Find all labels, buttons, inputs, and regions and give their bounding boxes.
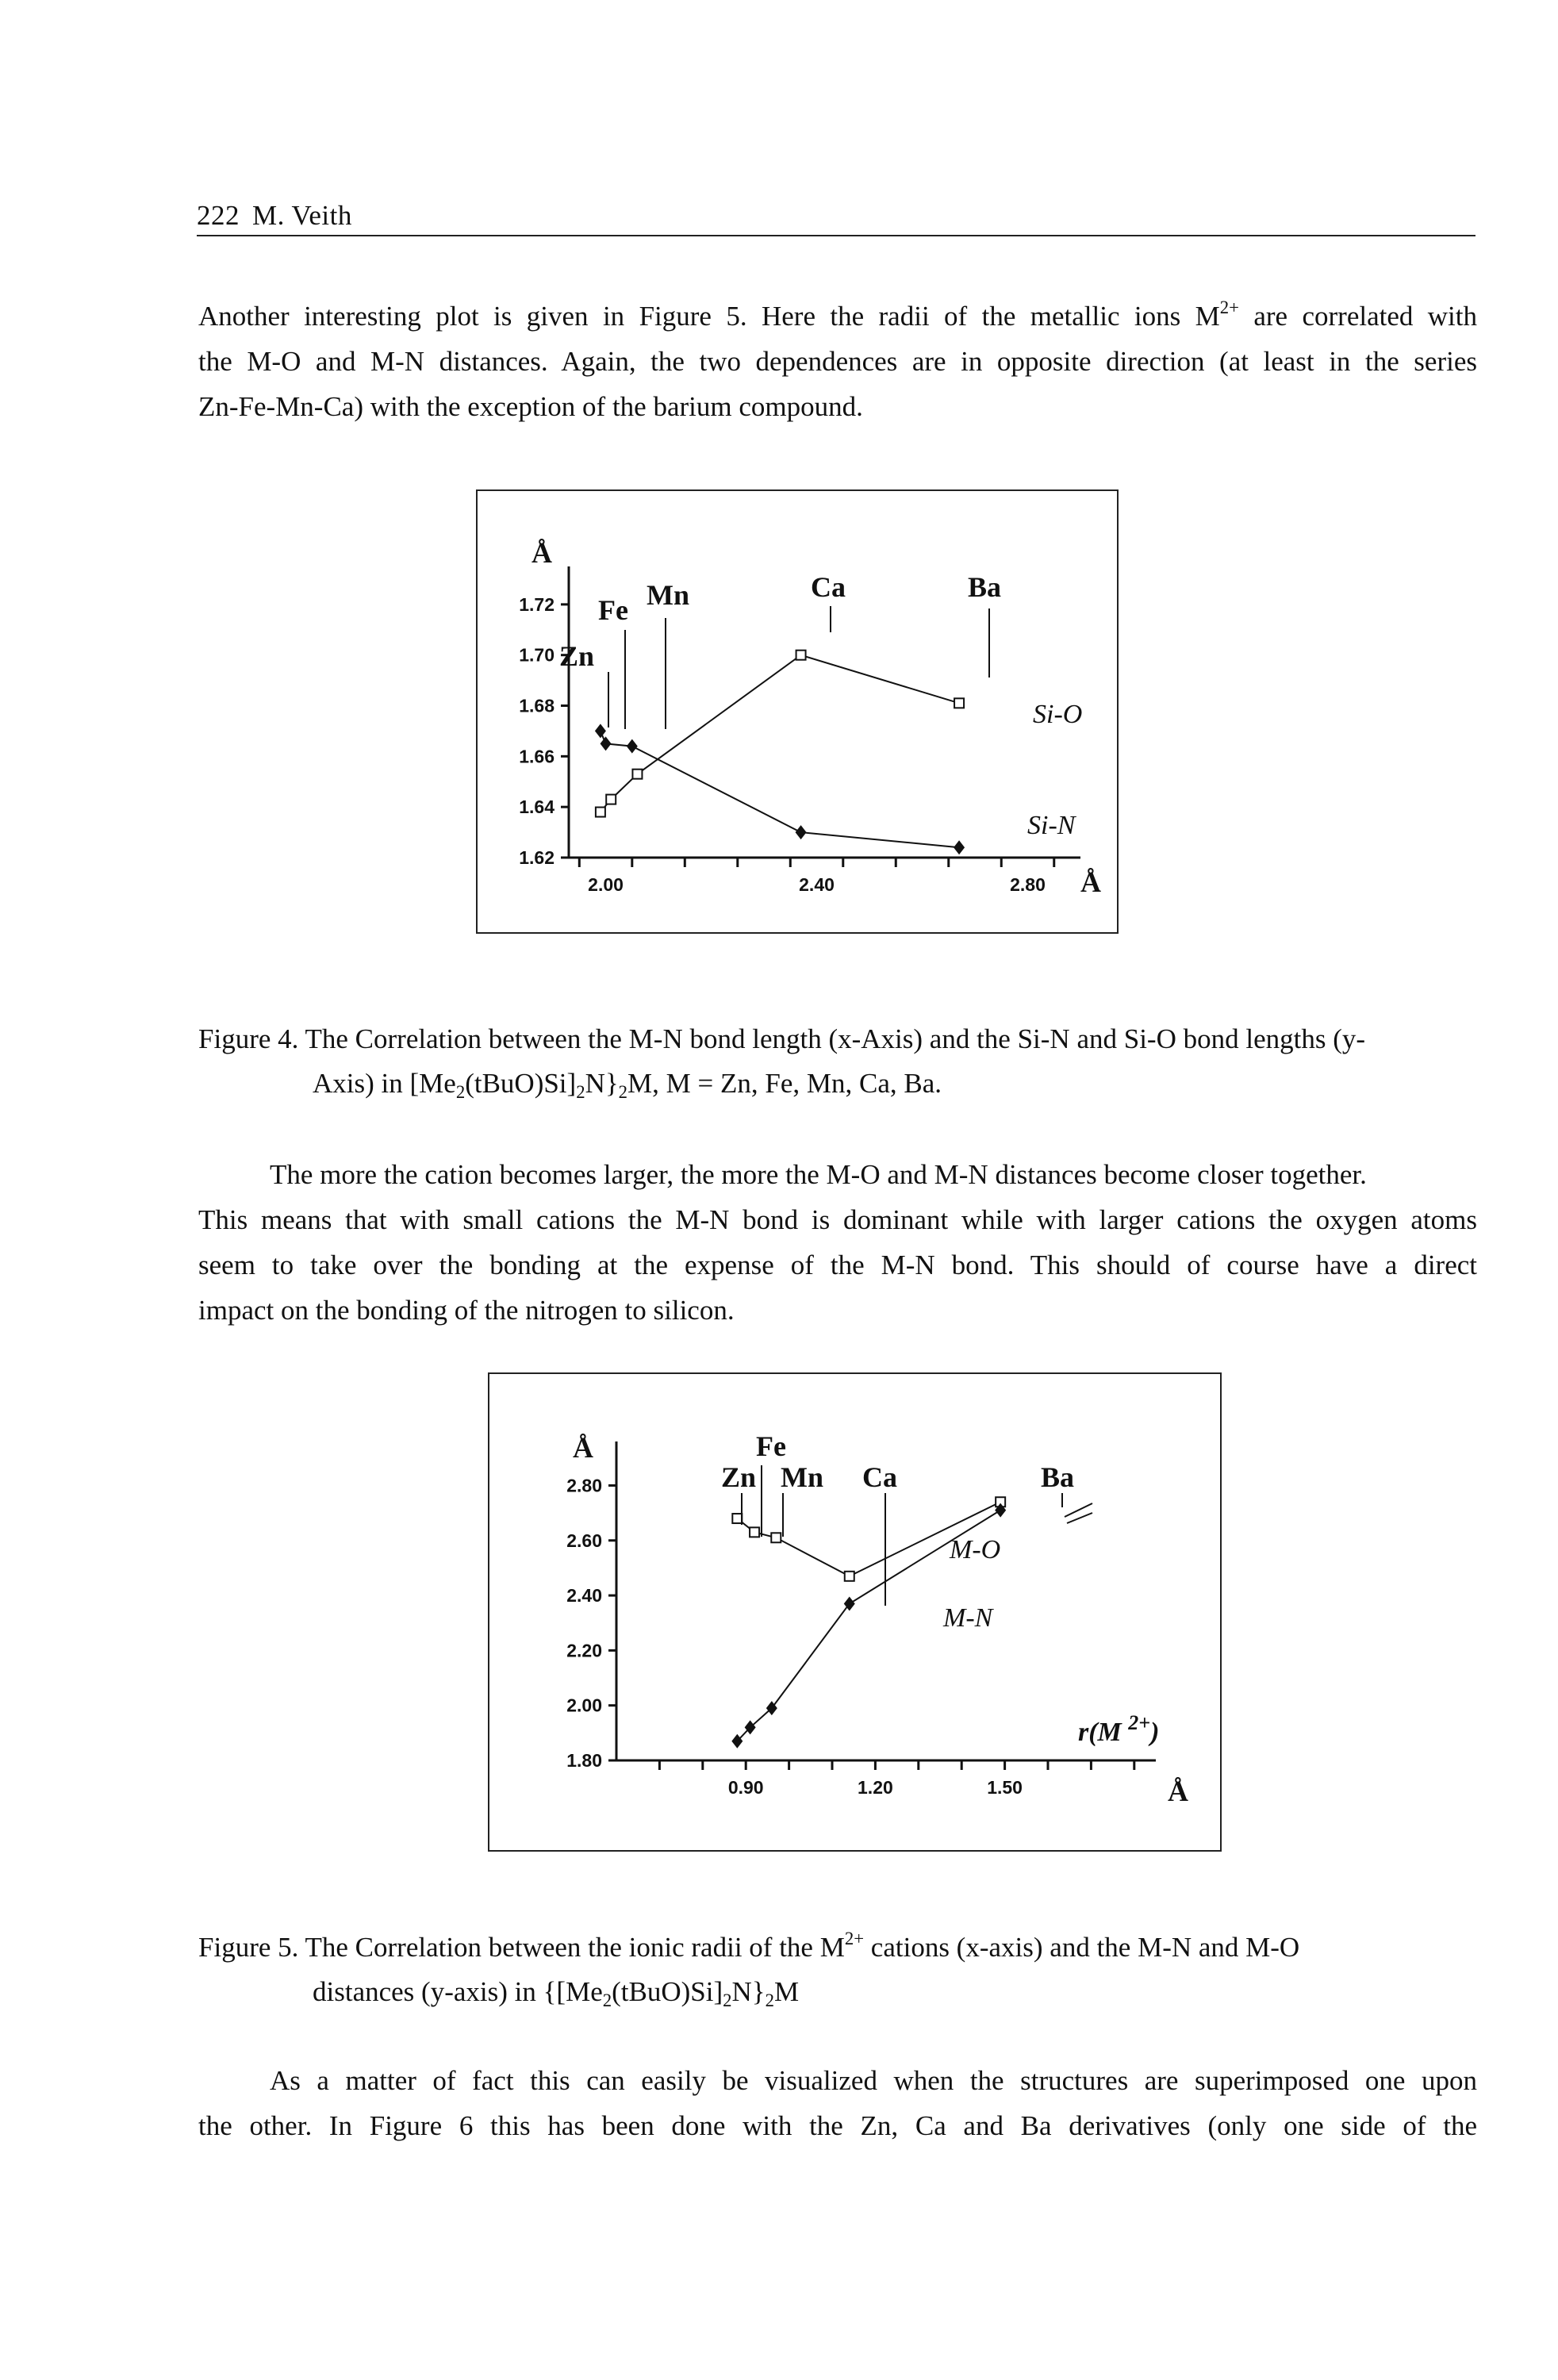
data-point (626, 739, 638, 754)
paragraph-1: Another interesting plot is given in Fig… (198, 294, 1477, 429)
y-tick-label: 2.60 (566, 1530, 602, 1551)
y-axis-unit: Å (573, 1432, 593, 1464)
x-tick-label: 1.50 (987, 1777, 1023, 1798)
label-mn: Mn (781, 1461, 823, 1493)
x-tick-label: 2.40 (799, 874, 835, 895)
figure-4-chart: 1.62 1.64 1.66 1.68 1.70 1.72 2.00 2.40 2.80 Å Å Zn… (476, 489, 1119, 934)
paragraph-line: seem to take over the bonding at the exp… (198, 1250, 1477, 1280)
figure-4-caption: Figure 4. The Correlation between the M-… (198, 1017, 1477, 1106)
data-point (744, 1720, 756, 1735)
data-point (795, 825, 807, 840)
label-ba: Ba (968, 571, 1001, 603)
y-tick-label: 1.62 (519, 847, 555, 868)
data-point (843, 1596, 855, 1611)
y-tick-label: 2.00 (566, 1695, 602, 1716)
data-point (954, 697, 965, 709)
paragraph-line: This means that with small cations the M… (198, 1204, 1477, 1235)
figure-5-svg: 1.80 2.00 2.20 2.40 2.60 2.80 0.90 1.20 1.50 Å År(… (566, 1430, 1188, 1807)
paragraph-2: The more the cation becomes larger, the … (198, 1152, 1477, 1333)
x-tick-label: 1.20 (858, 1777, 893, 1798)
page-number: 222 (197, 200, 240, 231)
x-axis-unit: Å (1080, 866, 1101, 898)
series-line-extension (1066, 1512, 1093, 1524)
series-line-extension (1064, 1503, 1093, 1518)
label-fe: Fe (598, 594, 628, 626)
data-point (749, 1526, 761, 1538)
x-tick-label: 2.00 (588, 874, 624, 895)
series-label-si-o: Si-O (1033, 700, 1082, 729)
series-line-si-o (600, 654, 960, 813)
figure-4-caption-line-1: Figure 4. The Correlation between the M-… (198, 1023, 1366, 1054)
label-ba: Ba (1041, 1461, 1074, 1493)
data-point (843, 1570, 855, 1582)
data-point (605, 793, 617, 805)
label-zn: Zn (721, 1461, 756, 1493)
data-point (731, 1733, 743, 1749)
label-zn: Zn (559, 640, 594, 672)
data-point (766, 1701, 777, 1716)
data-point (795, 649, 807, 661)
x-axis-annotation: r(M 2+) (1078, 1711, 1159, 1747)
data-point (631, 768, 643, 780)
label-fe: Fe (756, 1430, 786, 1462)
x-tick-label: 0.90 (728, 1777, 764, 1798)
y-tick-label: 1.64 (519, 797, 555, 817)
figure-5-caption-line-1: Figure 5. The Correlation between the io… (198, 1929, 1300, 1963)
label-mn: Mn (647, 579, 689, 611)
data-point (731, 1513, 743, 1525)
data-point (995, 1503, 1007, 1518)
data-point (954, 840, 965, 855)
paragraph-line: Zn-Fe-Mn-Ca) with the exception of the b… (198, 391, 863, 422)
figure-4-caption-line-2: Axis) in [Me2(tBuO)Si]2N}2M, M = Zn, Fe,… (313, 1068, 942, 1102)
paragraph-line: As a matter of fact this can easily be v… (270, 2065, 1477, 2096)
y-tick-label: 1.80 (566, 1750, 602, 1771)
figure-5-caption: Figure 5. The Correlation between the io… (198, 1925, 1477, 2014)
paragraph-line: the other. In Figure 6 this has been don… (198, 2110, 1477, 2141)
y-tick-label: 2.20 (566, 1640, 602, 1660)
data-point (594, 806, 606, 818)
paragraph-line: impact on the bonding of the nitrogen to… (198, 1295, 735, 1326)
y-axis-unit: Å (531, 537, 552, 569)
paragraph-line: the M-O and M-N distances. Again, the tw… (198, 346, 1477, 377)
label-ca: Ca (811, 571, 846, 603)
author-name: M. Veith (252, 200, 352, 231)
y-tick-label: 1.72 (519, 594, 555, 615)
y-tick-label: 1.70 (519, 645, 555, 666)
y-tick-label: 2.80 (566, 1475, 602, 1495)
y-tick-label: 1.68 (519, 696, 555, 716)
series-line-si-n (599, 731, 960, 849)
data-point (770, 1532, 782, 1544)
series-label-m-n: M-N (942, 1603, 995, 1633)
paragraph-line: Another interesting plot is given in Fig… (198, 298, 1477, 332)
figure-5-caption-line-2: distances (y-axis) in {[Me2(tBuO)Si]2N}2… (313, 1976, 800, 2010)
x-axis-unit: Å (1168, 1775, 1188, 1807)
label-ca: Ca (862, 1461, 897, 1493)
data-point (594, 724, 606, 739)
y-tick-label: 2.40 (566, 1585, 602, 1606)
figure-4-svg: 1.62 1.64 1.66 1.68 1.70 1.72 2.00 2.40 2.80 Å Å Zn… (519, 537, 1101, 898)
paragraph-line: The more the cation becomes larger, the … (270, 1159, 1367, 1190)
series-label-m-o: M-O (949, 1535, 1000, 1564)
y-tick-label: 1.66 (519, 746, 555, 766)
x-tick-label: 2.80 (1010, 874, 1046, 895)
data-point (600, 736, 612, 751)
series-label-si-n: Si-N (1027, 811, 1077, 840)
running-header: 222 M. Veith (197, 200, 1475, 236)
paragraph-3: As a matter of fact this can easily be v… (198, 2058, 1477, 2148)
